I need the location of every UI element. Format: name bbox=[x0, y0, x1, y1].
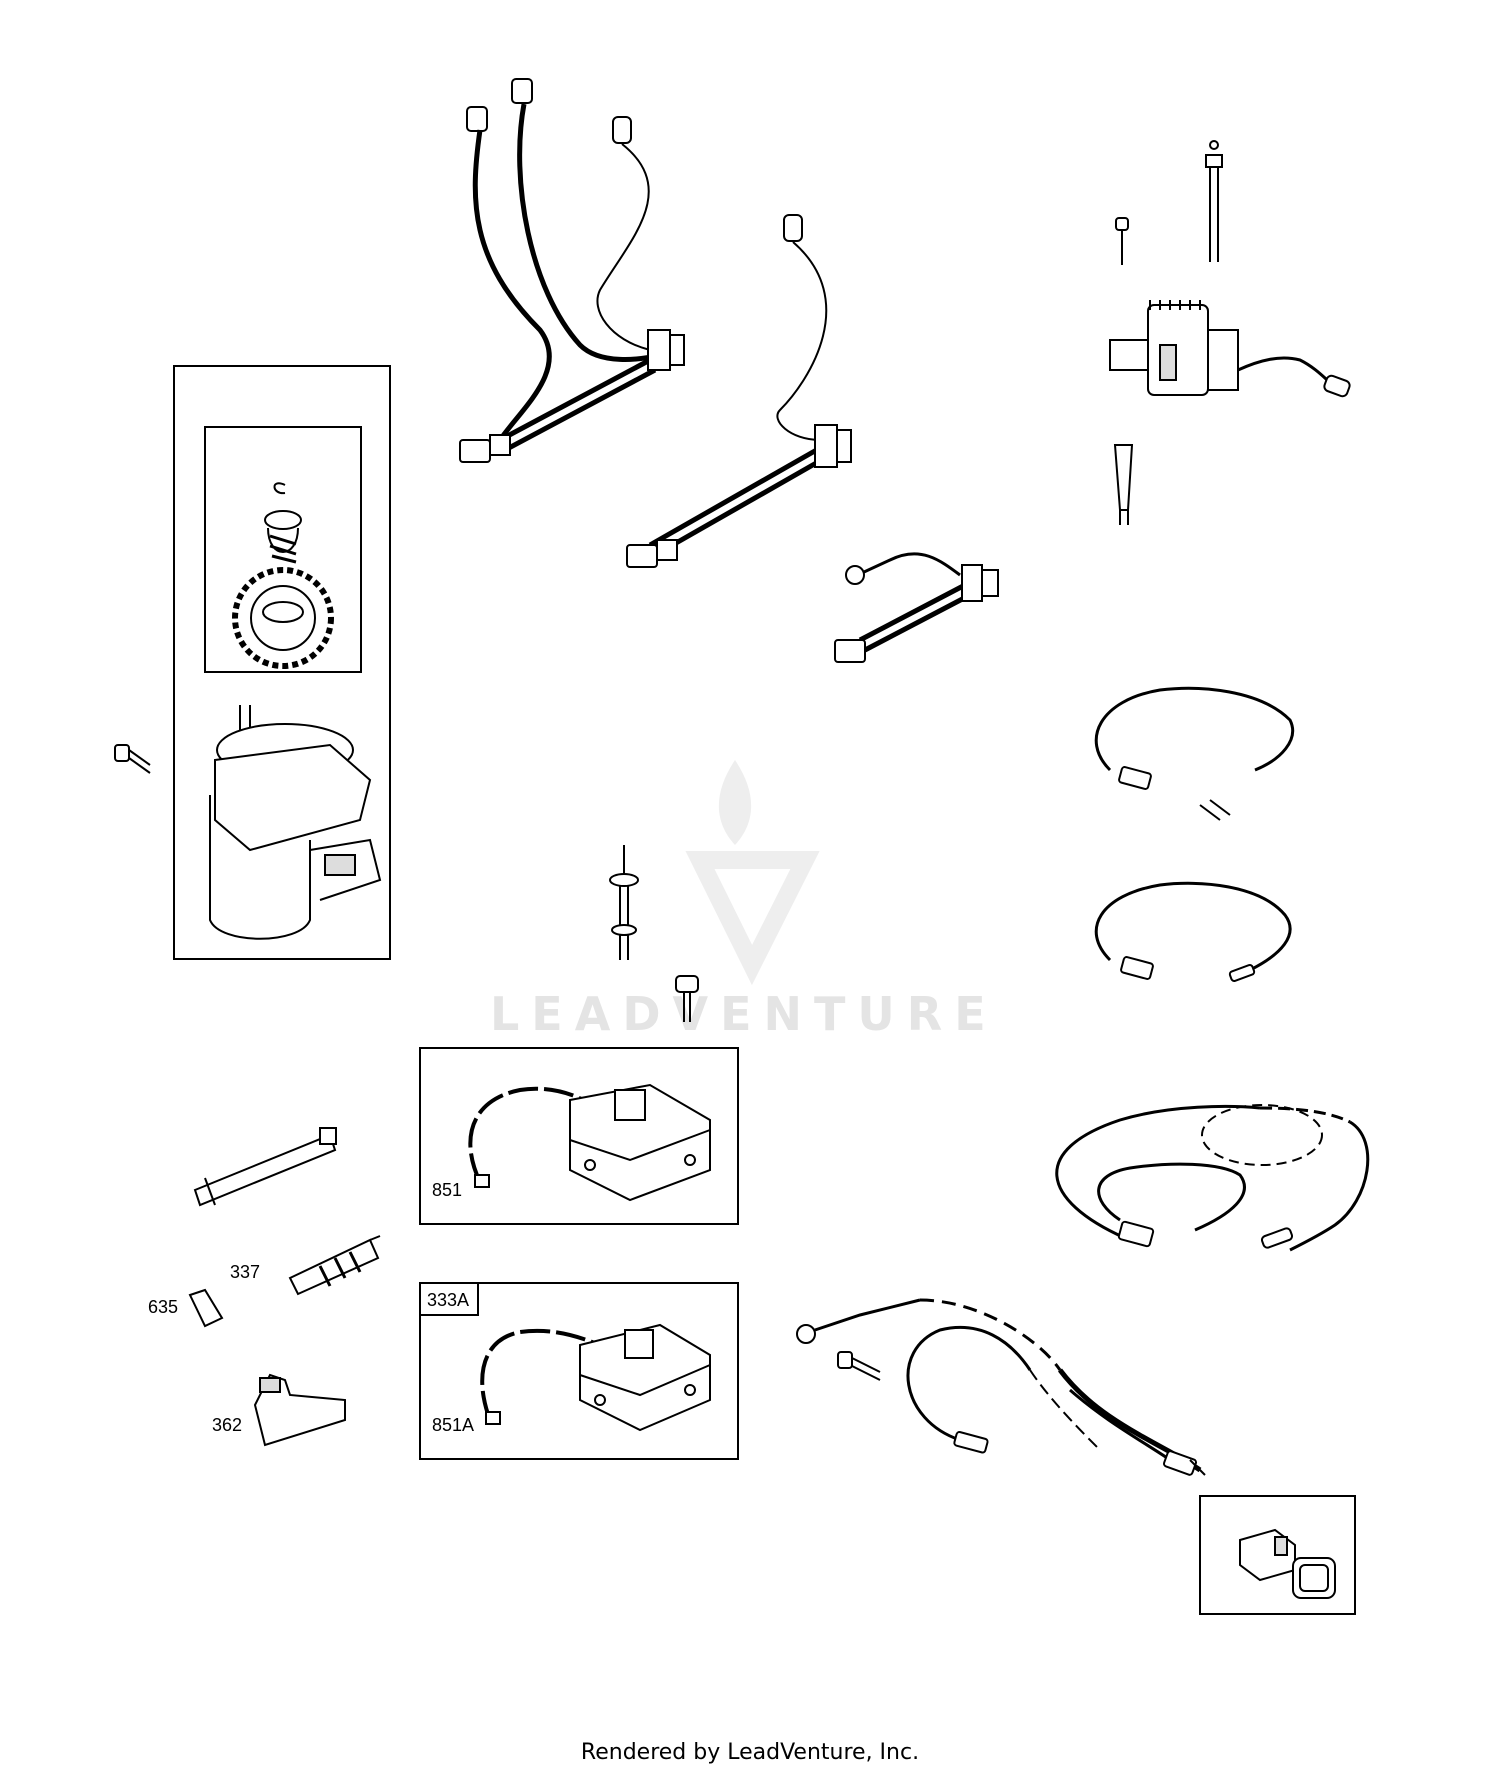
ground-wire-1[interactable] bbox=[1094, 686, 1294, 821]
center-bolt[interactable] bbox=[675, 975, 699, 1022]
callout-851a: 851A bbox=[432, 1415, 474, 1435]
starter-bolt[interactable] bbox=[114, 744, 151, 774]
switch-bolt[interactable] bbox=[837, 1351, 881, 1381]
switch-kit[interactable] bbox=[1199, 1495, 1356, 1615]
wire-harness-main[interactable] bbox=[459, 78, 685, 463]
callout-337: 337 bbox=[230, 1262, 260, 1282]
callout-333a: 333A bbox=[427, 1290, 469, 1310]
switch-wire-harness[interactable] bbox=[796, 1298, 1206, 1476]
ground-wire-2[interactable] bbox=[1094, 881, 1292, 982]
spark-plug-terminal[interactable] bbox=[188, 1288, 224, 1328]
wire-harness-secondary[interactable] bbox=[626, 214, 852, 568]
rectifier-assembly[interactable] bbox=[1109, 140, 1351, 525]
footer-credit: Rendered by LeadVenture, Inc. bbox=[580, 1740, 920, 1765]
wire-harness-short[interactable] bbox=[834, 552, 999, 663]
starter-motor-kit[interactable] bbox=[173, 365, 391, 960]
spark-plug-boot[interactable] bbox=[253, 1373, 346, 1447]
watermark: LEADVENTURE bbox=[490, 760, 998, 1041]
center-pin[interactable] bbox=[609, 845, 639, 960]
spark-plug[interactable] bbox=[288, 1235, 381, 1296]
ignition-module-kit-alt[interactable] bbox=[419, 1282, 739, 1460]
callout-851: 851 bbox=[432, 1180, 462, 1200]
ignition-module-kit[interactable] bbox=[419, 1047, 739, 1225]
fuel-line-tube[interactable] bbox=[193, 1127, 337, 1207]
callout-635: 635 bbox=[148, 1297, 178, 1317]
watermark-text: LEADVENTURE bbox=[490, 987, 998, 1041]
callout-362: 362 bbox=[212, 1415, 242, 1435]
lead-wire-set[interactable] bbox=[1055, 1104, 1370, 1252]
